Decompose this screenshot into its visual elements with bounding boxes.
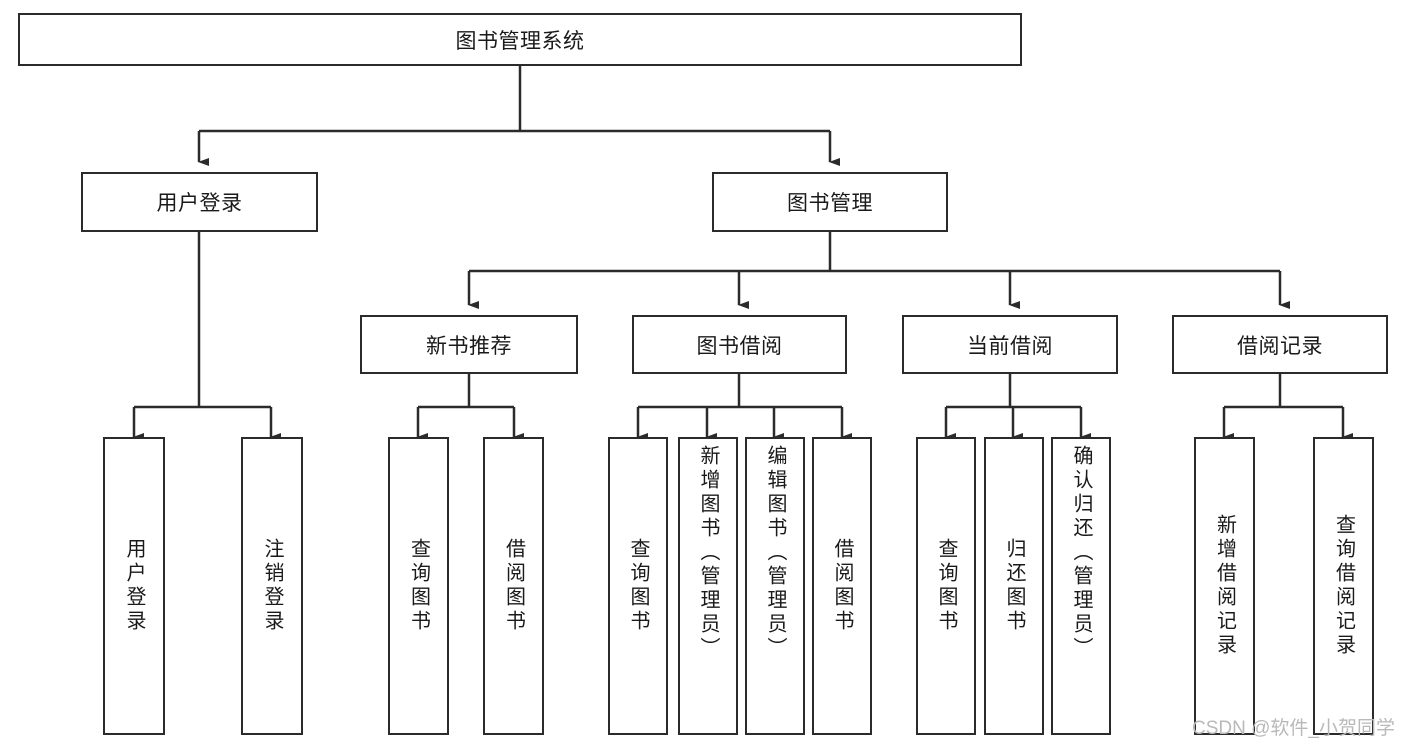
- leaf-add-book-admin[interactable]: 新增图书（管理员）: [678, 437, 738, 735]
- leaf-user-login[interactable]: 用户登录: [103, 437, 165, 735]
- leaf-query-borrow-record[interactable]: 查询借阅记录: [1313, 437, 1374, 735]
- node-label: 确认归还（管理员）: [1070, 445, 1092, 661]
- node-borrow-record[interactable]: 借阅记录: [1172, 315, 1388, 374]
- node-label: 借阅图书: [831, 538, 853, 634]
- leaf-return-book[interactable]: 归还图书: [984, 437, 1044, 735]
- node-user-login[interactable]: 用户登录: [81, 172, 318, 232]
- leaf-borrow-book-newbook[interactable]: 借阅图书: [483, 437, 544, 735]
- leaf-query-book-current[interactable]: 查询图书: [916, 437, 976, 735]
- node-label: 用户登录: [123, 538, 145, 634]
- node-label: 新增借阅记录: [1213, 514, 1236, 658]
- node-label: 当前借阅: [967, 334, 1053, 358]
- node-label: 注销登录: [261, 538, 283, 634]
- leaf-add-borrow-record[interactable]: 新增借阅记录: [1194, 437, 1255, 735]
- node-book-borrow[interactable]: 图书借阅: [632, 315, 847, 374]
- node-label: 编辑图书（管理员）: [764, 445, 786, 661]
- node-label: 图书管理系统: [455, 29, 585, 53]
- node-root-book-management-system[interactable]: 图书管理系统: [18, 13, 1022, 66]
- node-label: 图书借阅: [696, 334, 783, 358]
- node-label: 归还图书: [1003, 538, 1025, 634]
- watermark: CSDN @软件_小贺同学: [1192, 718, 1395, 739]
- node-new-book-recommendation[interactable]: 新书推荐: [360, 315, 578, 374]
- node-label: 查询借阅记录: [1332, 514, 1355, 658]
- node-label: 新增图书（管理员）: [697, 445, 719, 661]
- node-book-management[interactable]: 图书管理: [712, 172, 948, 232]
- node-label: 新书推荐: [426, 334, 512, 358]
- node-label: 借阅记录: [1237, 334, 1323, 358]
- node-label: 图书管理: [787, 192, 873, 215]
- node-current-borrow[interactable]: 当前借阅: [902, 315, 1118, 374]
- node-label: 查询图书: [935, 538, 957, 634]
- leaf-borrow-book[interactable]: 借阅图书: [812, 437, 872, 735]
- node-label: 用户登录: [156, 192, 243, 215]
- node-label: 查询图书: [627, 538, 649, 634]
- leaf-edit-book-admin[interactable]: 编辑图书（管理员）: [745, 437, 805, 735]
- node-label: 查询图书: [407, 538, 430, 634]
- leaf-query-book-borrow[interactable]: 查询图书: [608, 437, 668, 735]
- leaf-confirm-return-admin[interactable]: 确认归还（管理员）: [1051, 437, 1111, 735]
- leaf-logout-login[interactable]: 注销登录: [241, 437, 303, 735]
- node-label: 借阅图书: [502, 538, 525, 634]
- leaf-query-book-newbook[interactable]: 查询图书: [388, 437, 449, 735]
